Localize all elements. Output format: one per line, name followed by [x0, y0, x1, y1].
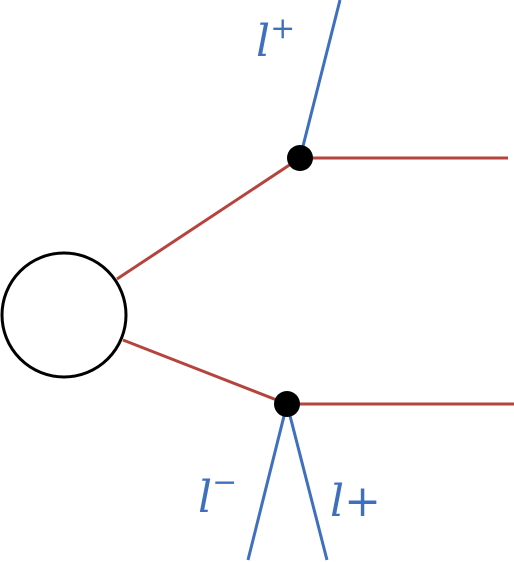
label-upper-lepton: l+ — [256, 11, 295, 67]
label-upper-lepton-sign: + — [270, 11, 295, 46]
lepton-line-lower-left — [246, 403, 289, 561]
label-lower-left-lepton: l− — [198, 465, 237, 523]
label-upper-lepton-base: l — [256, 16, 270, 67]
lepton-line-lower-right — [285, 403, 329, 561]
lepton-line-upper — [298, 0, 342, 159]
propagator-blob-to-lower-vertex — [122, 338, 288, 406]
vertex-lower-dot — [274, 391, 300, 417]
label-lower-right-lepton: l+ — [330, 476, 381, 527]
vertex-upper-dot — [287, 145, 313, 171]
label-lower-left-lepton-sign: − — [212, 465, 237, 500]
label-lower-left-lepton-base: l — [198, 472, 212, 523]
blob-circle — [0, 251, 128, 379]
propagator-blob-to-upper-vertex — [116, 156, 301, 281]
label-lower-right-lepton-base: l+ — [330, 476, 381, 527]
